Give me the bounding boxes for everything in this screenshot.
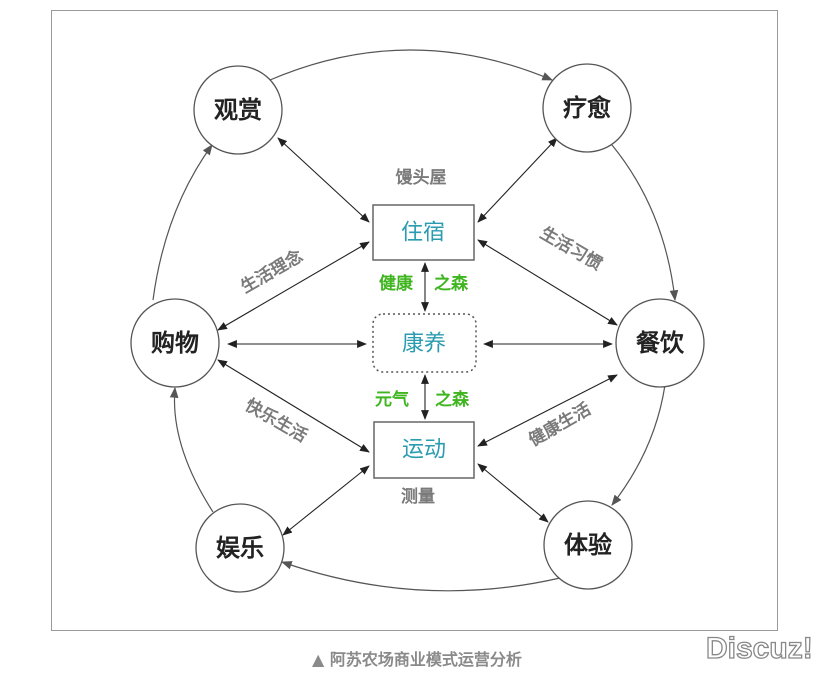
- arrow-guanshang-zhusu: [277, 137, 370, 223]
- box-zhusu: 住宿: [401, 221, 445, 246]
- node-yule-circle: [195, 503, 285, 593]
- arc-gouwu-guanshang: [152, 144, 213, 301]
- label-kuaileshenghuo: 快乐生活: [242, 394, 311, 446]
- label-yuanqi: 元气: [375, 389, 409, 410]
- node-canyin-circle: [615, 298, 705, 388]
- label-mantouwu: 馒头屋: [396, 167, 447, 188]
- node-tiyan-circle: [543, 500, 633, 590]
- node-guanshang: 观赏: [214, 96, 262, 124]
- arc-yule-gouwu: [169, 386, 214, 513]
- node-liaoyu-circle: [542, 63, 632, 153]
- label-jiankang: 健康: [379, 273, 414, 294]
- node-gouwu: 购物: [151, 329, 199, 357]
- arc-tiyan-yule: [280, 561, 561, 592]
- box-yundong-rect: [373, 421, 475, 479]
- arrow-canyin-yundong: [477, 374, 618, 447]
- node-tiyan: 体验: [564, 531, 612, 559]
- arrow-liaoyu-zhusu: [477, 137, 558, 223]
- watermark-logo: Discuz!: [705, 631, 813, 665]
- arrow-yule-yundong: [282, 465, 370, 536]
- arrow-tiyan-yundong: [477, 463, 549, 523]
- diagram-frame: [51, 10, 778, 631]
- label-jiankangshenghuo: 健康生活: [525, 398, 594, 450]
- box-zhusu-rect: [372, 204, 475, 261]
- node-liaoyu: 疗愈: [563, 94, 612, 122]
- box-yundong: 运动: [402, 438, 446, 463]
- node-yule: 娱乐: [216, 534, 264, 562]
- node-canyin: 餐饮: [636, 329, 685, 357]
- label-shenghuolinian: 生活理念: [237, 245, 306, 297]
- arrow-canyin-zhusu: [477, 239, 618, 326]
- label-celiang: 测量: [401, 486, 435, 507]
- arrow-gouwu-zhusu: [217, 241, 370, 331]
- label-shenghuoxiguan: 生活习惯: [537, 222, 606, 274]
- label-zhisen-2: 之森: [435, 389, 470, 410]
- node-gouwu-circle: [130, 298, 220, 388]
- node-guanshang-circle: [193, 65, 283, 155]
- arrow-gouwu-yundong: [217, 359, 370, 453]
- arc-guanshang-liaoyu: [269, 49, 553, 81]
- box-kangyang: 康养: [402, 332, 446, 357]
- arc-canyin-tiyan: [611, 384, 666, 506]
- figure-caption: ▲ 阿苏农场商业模式运营分析: [312, 650, 522, 669]
- box-kangyang-rect: [372, 313, 477, 373]
- arc-liaoyu-canyin: [611, 144, 679, 302]
- label-zhisen-1: 之森: [434, 273, 469, 294]
